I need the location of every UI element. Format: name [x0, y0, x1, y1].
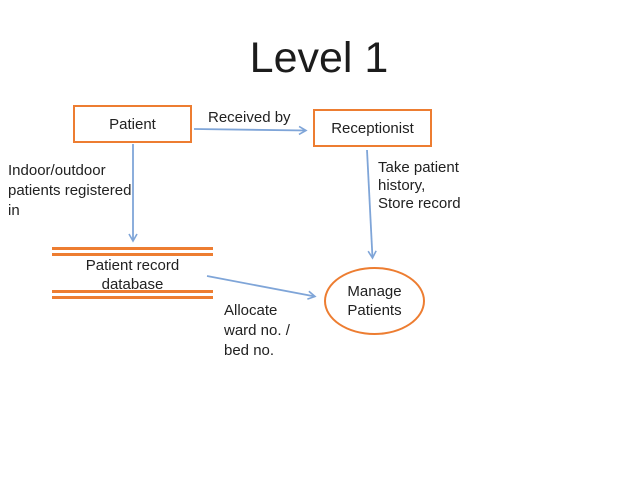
flow-label-allocate-line-3: bed no.	[224, 342, 275, 359]
data-store-label-line-1: Patient record	[85, 257, 180, 274]
flow-label-allocate-line-1: Allocate	[224, 302, 278, 319]
flow-label-indoor-outdoor: Indoor/outdoor patients registered in	[8, 161, 131, 221]
process-label-line-2: Patients	[347, 302, 402, 319]
process-label-line-1: Manage	[347, 283, 402, 300]
data-store-top-line-2	[52, 253, 213, 256]
data-store-patient-record-database: Patient record database	[52, 247, 213, 299]
entity-receptionist: Receptionist	[313, 109, 432, 147]
entity-patient-label: Patient	[109, 115, 156, 133]
entity-receptionist-label: Receptionist	[331, 119, 414, 137]
flow-arrow-patient-to-receptionist	[193, 125, 308, 136]
flow-label-allocate-ward: Allocate ward no. / bed no.	[224, 301, 290, 361]
flow-arrow-database-to-manage-patients	[206, 275, 317, 300]
flow-label-indoor-outdoor-line-2: patients registered	[8, 182, 132, 199]
flow-label-received-by: Received by	[208, 109, 291, 126]
data-store-top-line-1	[52, 247, 213, 250]
flow-label-allocate-line-2: ward no. /	[224, 322, 290, 339]
page-title: Level 1	[249, 34, 389, 82]
flow-arrow-receptionist-to-manage-patients	[366, 149, 377, 260]
flow-label-take-patient-line-3: Store record	[378, 195, 461, 212]
data-store-bottom-line-1	[52, 290, 213, 293]
flow-label-indoor-outdoor-line-3: in	[8, 202, 20, 219]
data-store-bottom-line-2	[52, 296, 213, 299]
data-store-label-line-2: database	[101, 276, 164, 293]
process-manage-patients: Manage Patients	[324, 267, 425, 335]
flow-label-take-patient-history: Take patient history, Store record	[378, 159, 461, 213]
flow-label-indoor-outdoor-line-1: Indoor/outdoor	[8, 162, 106, 179]
flow-label-take-patient-line-2: history,	[378, 177, 426, 194]
flow-label-take-patient-line-1: Take patient	[378, 159, 459, 176]
entity-patient: Patient	[73, 105, 192, 143]
data-store-label: Patient record database	[52, 256, 213, 294]
